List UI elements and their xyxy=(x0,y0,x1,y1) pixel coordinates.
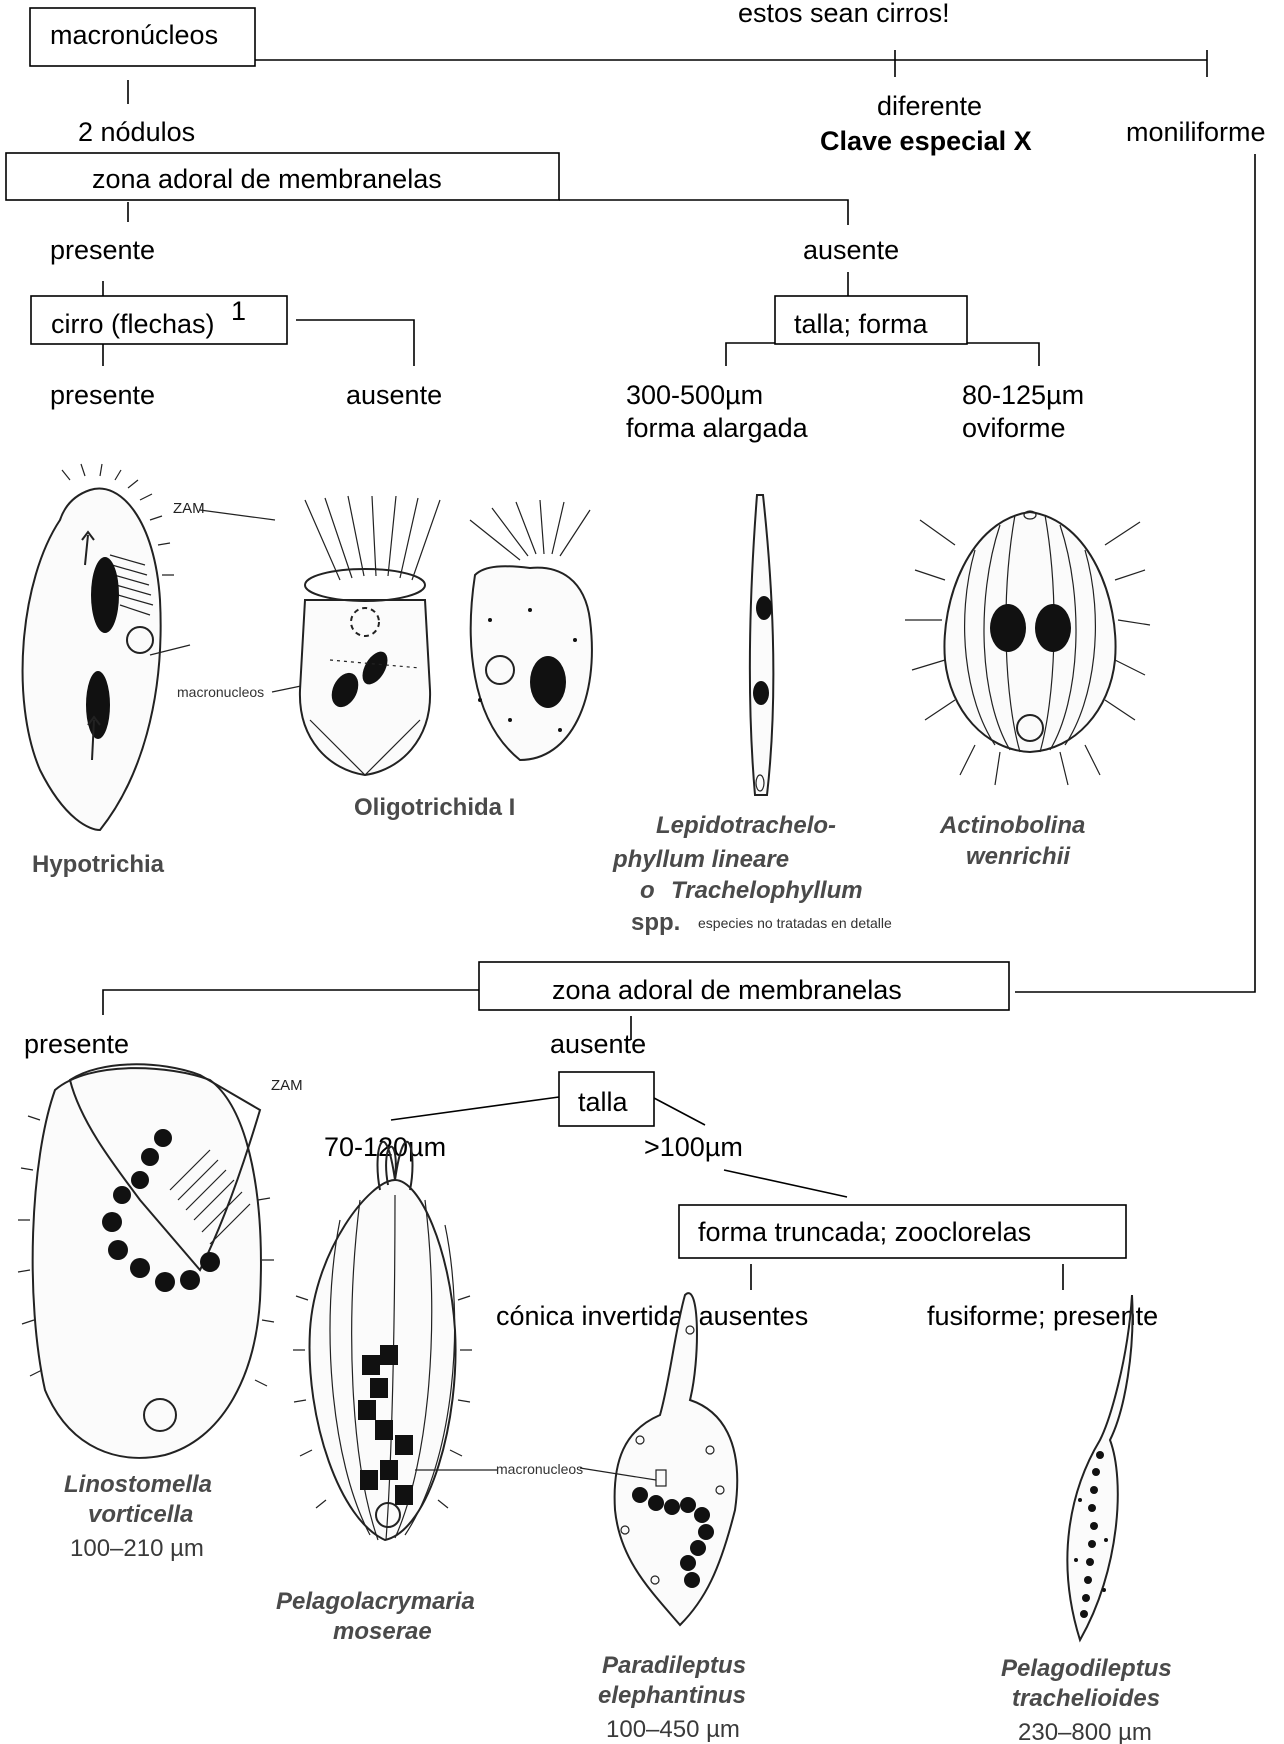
truncated-label: forma truncada; zooclorelas xyxy=(698,1217,1031,1247)
zam-top-branch-line xyxy=(128,200,848,225)
macronucleos-branch-line xyxy=(255,50,1207,77)
macronucleos-label-2: macronucleos xyxy=(496,1461,583,1477)
lepido-name-4: spp. xyxy=(631,909,680,936)
oligotrichida-name: Oligotrichida I xyxy=(354,794,515,821)
size-b-shape: oviforme xyxy=(962,413,1066,443)
paradi-name-1: Paradileptus xyxy=(602,1652,746,1679)
macronucleos-label: macronúcleos xyxy=(50,20,218,50)
paradileptus-illustration xyxy=(580,1293,737,1625)
size-shape-label: talla; forma xyxy=(794,309,929,339)
oligotrichida-illustration xyxy=(300,496,592,775)
conic-label: cónica invertida; ausentes xyxy=(496,1301,808,1331)
lepido-name-2: phyllum lineare xyxy=(612,846,789,873)
paradi-size: 100–450 µm xyxy=(606,1716,740,1743)
macronucleos-label-1: macronucleos xyxy=(177,684,264,700)
size-branch-line xyxy=(391,1097,705,1125)
zam-top-label: zona adoral de membranelas xyxy=(92,164,442,194)
pelagodi-name-2: trachelioides xyxy=(1012,1685,1160,1712)
lino-name-1: Linostomella xyxy=(64,1471,212,1498)
pelagolacrymaria-illustration xyxy=(293,1142,497,1540)
size-b-range: 80-125µm xyxy=(962,380,1084,410)
top-note: estos sean cirros! xyxy=(738,0,950,28)
linostomella-illustration xyxy=(18,1064,274,1458)
cirrus-present-label: presente xyxy=(50,380,155,410)
hypotrichia-illustration xyxy=(23,464,275,830)
actino-name-1: Actinobolina xyxy=(939,812,1085,839)
different-label: diferente xyxy=(877,91,982,121)
pelagolac-name-2: moserae xyxy=(333,1618,432,1645)
lepido-or: o xyxy=(640,877,655,904)
zam-label-2: ZAM xyxy=(271,1077,303,1094)
zam-label-1: ZAM xyxy=(173,500,205,517)
truncated-branch-line xyxy=(751,1264,1063,1290)
fusiform-label: fusiforme; presente xyxy=(927,1301,1158,1331)
zam2-absent-label: ausente xyxy=(550,1029,646,1059)
hypotrichia-name: Hypotrichia xyxy=(32,851,165,878)
size-label: talla xyxy=(578,1087,629,1117)
zam-present-label: presente xyxy=(50,235,155,265)
zam-bottom-label: zona adoral de membranelas xyxy=(552,975,902,1005)
actino-name-2: wenrichii xyxy=(966,843,1071,870)
special-key-label: Clave especial X xyxy=(820,126,1032,156)
actinobolina-illustration xyxy=(905,511,1150,785)
pelagolac-name-1: Pelagolacrymaria xyxy=(276,1588,475,1615)
lepido-name-1: Lepidotrachelo- xyxy=(656,812,836,839)
zam-absent-label: ausente xyxy=(803,235,899,265)
cirrus-label: cirro (flechas) xyxy=(51,309,215,339)
size-a-range: 300-500µm xyxy=(626,380,763,410)
lino-name-2: vorticella xyxy=(88,1501,193,1528)
two-nodules-label: 2 nódulos xyxy=(78,117,195,147)
cirrus-absent-label: ausente xyxy=(346,380,442,410)
size-large-connector xyxy=(724,1170,847,1197)
lepido-note: especies no tratadas en detalle xyxy=(698,915,892,931)
pelagodi-size: 230–800 µm xyxy=(1018,1719,1152,1744)
cirrus-footnote: 1 xyxy=(231,296,246,326)
lepidotrachelophyllum-illustration xyxy=(750,495,773,795)
size-small-label: 70-120µm xyxy=(324,1132,446,1162)
lepido-name-3: Trachelophyllum xyxy=(671,877,863,904)
size-a-shape: forma alargada xyxy=(626,413,809,443)
zam2-present-label: presente xyxy=(24,1029,129,1059)
paradi-name-2: elephantinus xyxy=(598,1682,746,1709)
lino-size: 100–210 µm xyxy=(70,1535,204,1562)
size-large-label: >100µm xyxy=(644,1132,743,1162)
size-shape-branch-line xyxy=(726,343,1039,366)
moniliform-label: moniliforme xyxy=(1126,117,1266,147)
pelagodi-name-1: Pelagodileptus xyxy=(1001,1655,1172,1682)
pelagodileptus-illustration xyxy=(1067,1295,1132,1640)
